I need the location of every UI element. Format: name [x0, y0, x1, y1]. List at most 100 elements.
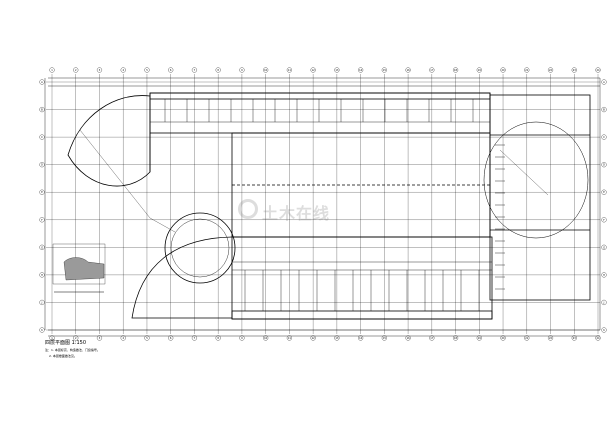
- axis-label-col: 13: [335, 69, 339, 72]
- axis-bubble: [601, 244, 607, 250]
- axis-label-col: 14: [359, 69, 363, 72]
- axis-bubble: [571, 335, 577, 341]
- axis-label-row: D: [41, 164, 43, 167]
- axis-label-col: 8: [217, 69, 219, 72]
- axis-label-row: E: [41, 191, 43, 194]
- axis-bubble: [239, 335, 245, 341]
- axis-label-col: 11: [288, 69, 292, 72]
- axis-label-row: B: [41, 109, 43, 112]
- axis-label-col: 15: [383, 337, 387, 340]
- axis-label-col: 10: [264, 69, 268, 72]
- drawing-title-name: 四层平面图: [45, 340, 71, 346]
- axis-bubble: [96, 335, 103, 341]
- axis-grid: [46, 74, 600, 334]
- axis-label-row: E: [603, 191, 605, 194]
- axis-label-col: 2: [75, 337, 77, 340]
- axis-label-col: 23: [573, 337, 577, 340]
- axis-bubble: [601, 162, 607, 168]
- axis-bubble: [39, 189, 45, 195]
- axis-bubble: [601, 134, 607, 140]
- axis-label-row: A: [603, 81, 605, 84]
- axis-label-col: 6: [170, 337, 172, 340]
- axis-label-col: 18: [454, 69, 458, 72]
- axis-bubble: [168, 335, 174, 341]
- axis-bubble: [381, 67, 387, 73]
- axis-label-row: D: [603, 164, 605, 167]
- axis-label-col: 21: [525, 69, 529, 72]
- axis-bubble: [39, 244, 45, 250]
- axis-label-col: 15: [383, 69, 387, 72]
- axis-label-col: 13: [335, 337, 339, 340]
- axis-bubble: [601, 299, 607, 305]
- drawing-note-2: 2. 本层楼面做法见。: [49, 354, 77, 358]
- axis-bubble: [191, 67, 197, 73]
- drawing-title: 四层平面图 1:150: [45, 339, 86, 346]
- axis-bubble: [191, 335, 197, 341]
- axis-bubble: [429, 67, 435, 73]
- axis-label-row: G: [41, 246, 43, 249]
- axis-label-row: F: [41, 219, 43, 222]
- axis-label-col: 1: [51, 337, 53, 340]
- axis-bubble: [286, 67, 292, 73]
- axis-bubble: [429, 335, 435, 341]
- axis-bubble: [310, 335, 316, 341]
- axis-bubble: [168, 67, 174, 73]
- axis-bubble: [476, 335, 482, 341]
- axis-label-col: 9: [241, 69, 243, 72]
- axis-bubble: [524, 67, 530, 73]
- axis-label-col: 10: [264, 337, 268, 340]
- axis-label-row: J: [41, 301, 43, 304]
- axis-bubble: [215, 67, 221, 73]
- axis-bubble: [263, 335, 269, 341]
- axis-label-col: 24: [596, 337, 600, 340]
- watermark-logo-icon: [238, 199, 258, 219]
- axis-bubble: [381, 335, 387, 341]
- axis-bubble: [49, 335, 55, 341]
- axis-label-col: 17: [430, 69, 434, 72]
- axis-bubble: [39, 217, 45, 223]
- axis-bubble: [39, 327, 45, 333]
- axis-bubble: [595, 67, 601, 73]
- axis-bubble: [601, 327, 607, 333]
- axis-bubble: [601, 217, 607, 223]
- axis-bubble: [334, 335, 340, 341]
- axis-label-col: 23: [573, 69, 577, 72]
- axis-label-col: 17: [430, 337, 434, 340]
- axis-label-col: 21: [525, 337, 529, 340]
- axis-bubble: [215, 335, 221, 341]
- axis-bubble: [405, 67, 411, 73]
- landscape-hatch: [52, 243, 106, 293]
- axis-label-col: 5: [146, 337, 148, 340]
- axis-bubble: [453, 67, 459, 73]
- axis-bubble: [73, 67, 79, 73]
- axis-bubble: [263, 67, 269, 73]
- axis-label-group: 1122334455667788991010111112121313141415…: [39, 67, 607, 341]
- axis-label-col: 20: [502, 69, 506, 72]
- building-outline: [67, 92, 591, 320]
- axis-bubble: [571, 67, 577, 73]
- axis-bubble: [39, 134, 45, 140]
- axis-bubble: [500, 335, 506, 341]
- dimension-lines: [44, 77, 601, 337]
- axis-label-col: 2: [75, 69, 77, 72]
- drawing-scale: 1:150: [71, 340, 87, 346]
- axis-label-col: 6: [170, 69, 172, 72]
- axis-bubble: [601, 272, 607, 278]
- axis-label-row: C: [41, 136, 43, 139]
- axis-bubble: [286, 335, 292, 341]
- axis-bubble: [120, 67, 126, 73]
- axis-label-col: 5: [146, 69, 148, 72]
- axis-bubble: [310, 67, 316, 73]
- axis-bubble: [49, 67, 55, 73]
- axis-label-col: 12: [312, 337, 316, 340]
- axis-bubble: [39, 272, 45, 278]
- axis-label-row: F: [603, 219, 605, 222]
- axis-label-col: 11: [288, 337, 292, 340]
- axis-label-col: 3: [99, 69, 101, 72]
- axis-bubble: [96, 67, 103, 73]
- axis-label-col: 14: [359, 337, 363, 340]
- drawing-note-1: 注：1. 本层标高、构造做法、门窗编号。: [45, 348, 100, 352]
- axis-label-col: 9: [241, 337, 243, 340]
- axis-bubble: [405, 335, 411, 341]
